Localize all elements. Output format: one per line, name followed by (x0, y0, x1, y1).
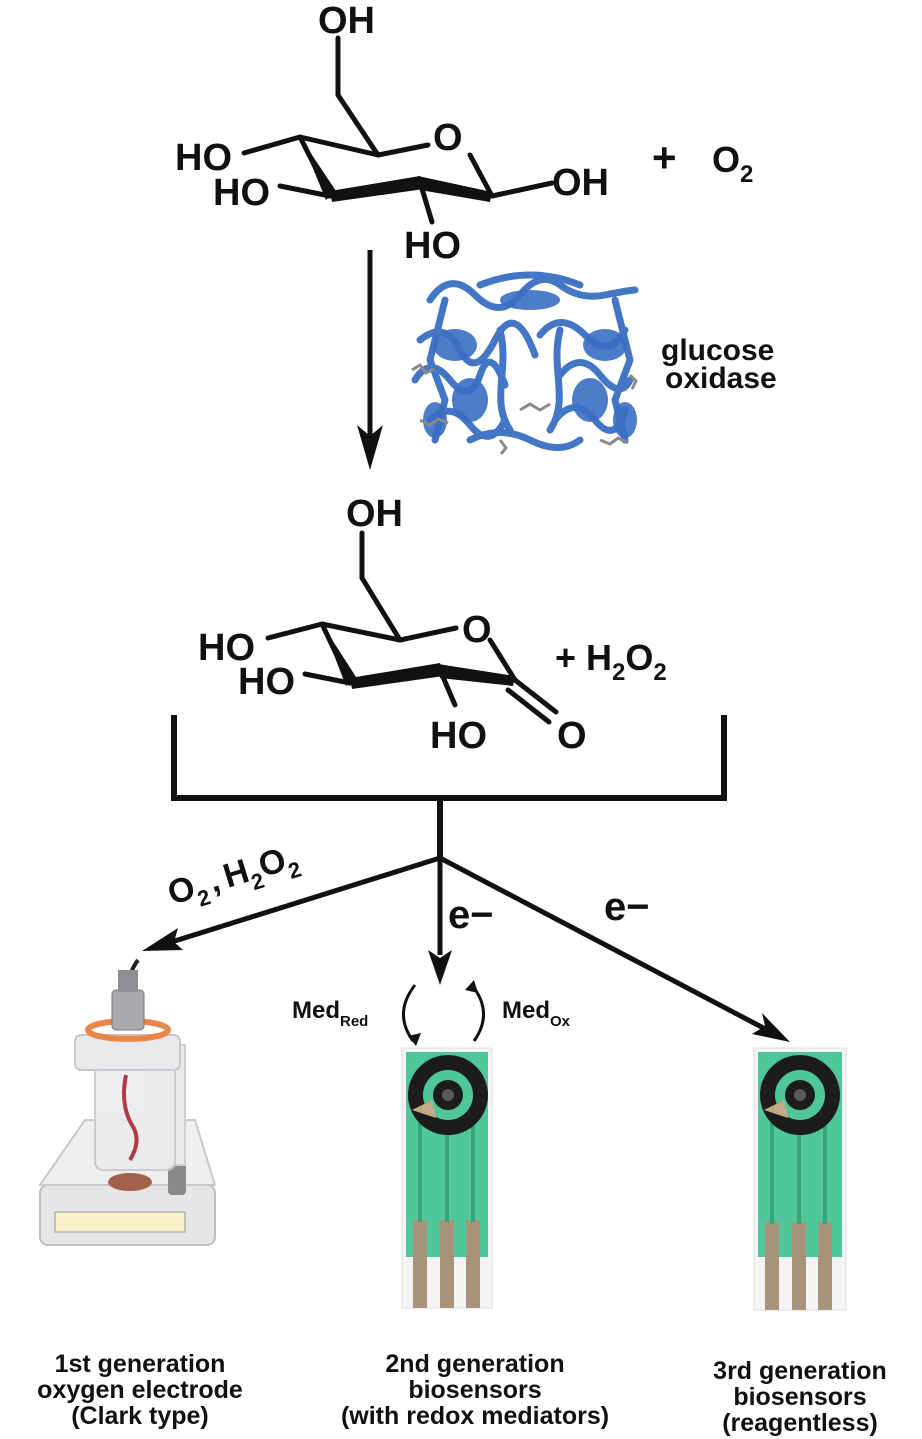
glucose-ho-left2: HO (213, 172, 270, 214)
branch-arrowheads (142, 928, 790, 1042)
med-ox-label: MedOx (502, 997, 571, 1030)
product-o-ring: O (462, 609, 492, 651)
glucose-ho-left1: HO (175, 137, 232, 179)
glucose-oh-top: OH (318, 0, 375, 42)
caption-gen2: 2nd generation biosensors (with redox me… (290, 1351, 660, 1429)
reaction-arrow (357, 250, 383, 470)
product-oh-top: OH (346, 493, 403, 535)
screen-printed-sensor-gen2 (401, 1047, 493, 1309)
med-red-label: MedRed (292, 997, 368, 1030)
glucose-molecule (241, 35, 555, 225)
branch-right-label: e− (604, 885, 650, 929)
branch-arrows (161, 855, 775, 1036)
gluconolactone-wedges (322, 624, 515, 689)
caption-gen3-line3: (reagentless) (722, 1409, 878, 1437)
caption-gen1: 1st generation oxygen electrode (Clark t… (5, 1351, 275, 1429)
caption-gen1-line2: oxygen electrode (37, 1376, 243, 1404)
enzyme-label-line2: oxidase (665, 362, 777, 395)
screen-printed-sensor-gen3 (753, 1047, 847, 1311)
oxygen-formula: O2 (712, 139, 753, 188)
enzyme-label-line1: glucose (661, 334, 774, 367)
plus-sign: + (652, 134, 677, 181)
gluconolactone-molecule (265, 530, 559, 725)
mediator-cycle (402, 984, 485, 1042)
glucose-ho-bottom: HO (404, 225, 461, 267)
caption-gen3-line1: 3rd generation (713, 1357, 887, 1385)
branch-middle-label: e− (448, 893, 494, 937)
glucose-o-ring: O (433, 117, 463, 159)
product-ho-bottom: HO (430, 715, 487, 757)
caption-gen2-line2: biosensors (408, 1376, 542, 1404)
caption-gen2-line1: 2nd generation (385, 1350, 565, 1378)
caption-gen1-line1: 1st generation (54, 1350, 226, 1378)
caption-gen3: 3rd generation biosensors (reagentless) (682, 1358, 918, 1436)
product-ho-left2: HO (238, 661, 295, 703)
glucose-oh-right: OH (552, 162, 609, 204)
hydrogen-peroxide-formula: + H2O2 (555, 637, 667, 686)
product-bracket (171, 715, 727, 860)
product-ho-left1: HO (198, 627, 255, 669)
product-o-carbonyl: O (557, 715, 587, 757)
glucose-wedges (300, 137, 492, 202)
caption-gen3-line2: biosensors (733, 1383, 867, 1411)
caption-gen1-line3: (Clark type) (71, 1402, 209, 1430)
glucose-oxidase-structure (411, 271, 639, 455)
caption-gen2-line3: (with redox mediators) (340, 1402, 610, 1430)
mediator-cycle-arrowheads (408, 980, 478, 1046)
clark-electrode-illustration (38, 958, 217, 1246)
